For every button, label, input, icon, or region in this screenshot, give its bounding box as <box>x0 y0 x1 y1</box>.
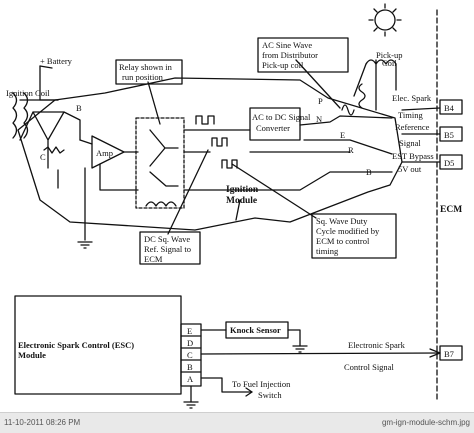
ignition-module-outline <box>17 77 403 231</box>
ac-sine-line2: from Distributor <box>262 50 318 60</box>
signal-wire-3 <box>183 171 393 191</box>
sq-duty-line4: timing <box>316 246 339 256</box>
esc-pin-b: B <box>187 362 193 372</box>
relay-label-line1: Relay shown in <box>119 62 173 72</box>
knock-sensor-label: Knock Sensor <box>230 325 281 335</box>
pickup-coil-symbol <box>365 59 397 65</box>
relay-callout <box>147 81 161 125</box>
ground-2 <box>292 345 308 353</box>
est-bypass-line2: 5V out <box>398 164 422 174</box>
ecm-label: ECM <box>440 205 462 215</box>
relay-coil <box>145 201 177 207</box>
coil-pin-b: B <box>76 103 82 113</box>
battery-wire-lead <box>39 65 53 69</box>
terminal-b7: B7 <box>444 349 454 359</box>
relay-label-box <box>115 59 183 85</box>
signal-wire-4 <box>299 115 393 126</box>
converter-line2: Converter <box>256 123 290 133</box>
esc-signal-line1: Electronic Spark <box>348 340 406 350</box>
esc-label-line2: Module <box>18 350 46 360</box>
elec-spark-line1: Elec. Spark <box>392 93 432 103</box>
sq-duty-line1: Sq. Wave Duty <box>316 216 368 226</box>
image-timestamp: 11-10-2011 08:26 PM <box>4 418 81 427</box>
sq-duty-callout <box>231 163 317 219</box>
coil-pin-c: C <box>40 152 46 162</box>
distributor-rays <box>368 3 402 37</box>
terminal-b4: B4 <box>444 103 455 113</box>
ground-3 <box>183 401 199 409</box>
terminal-b4-box <box>439 99 463 115</box>
pin-p: P <box>318 96 323 106</box>
coil-resistor <box>43 146 65 154</box>
ac-sine-wave-symbol <box>341 104 355 116</box>
dc-sq-label-box <box>139 231 201 265</box>
ac-dc-converter-box <box>249 107 301 141</box>
ac-sine-line3: Pick-up coil <box>262 60 304 70</box>
pin-n: N <box>316 114 322 124</box>
elec-spark-line2: Timing <box>398 110 423 120</box>
pin-r: R <box>348 145 354 155</box>
battery-label: + Battery <box>40 56 73 66</box>
fuel-injection-line1: To Fuel Injection <box>232 379 291 389</box>
fuel-injection-arrow <box>245 387 253 397</box>
ignition-module-schematic: + Battery Ignition Coil B C Amp Relay sh… <box>6 3 463 409</box>
ignition-module-line1: Ignition <box>226 185 259 195</box>
reference-line2: Signal <box>399 138 421 148</box>
ac-sine-callout <box>295 59 341 109</box>
esc-pin-a: A <box>187 374 194 384</box>
terminal-b5-box <box>439 126 463 142</box>
terminal-d5-box <box>439 154 463 170</box>
est-bypass-line1: EST Bypass <box>392 151 434 161</box>
dc-sq-line2: Ref. Signal to <box>144 244 191 254</box>
relay-contacts <box>149 129 179 187</box>
esc-pin-d: D <box>187 338 193 348</box>
square-wave-2 <box>211 137 228 147</box>
pin-e: E <box>340 130 345 140</box>
esc-pin-dividers <box>180 335 202 373</box>
distributor-rotor <box>374 9 396 31</box>
sq-duty-line2: Cycle modified by <box>316 226 380 236</box>
esc-signal-line2: Control Signal <box>344 362 394 372</box>
amp-label: Amp <box>96 148 113 158</box>
dc-sq-line3: ECM <box>144 254 163 264</box>
square-wave-1 <box>195 115 215 125</box>
signal-wire-5 <box>303 139 393 155</box>
amplifier-symbol <box>91 135 125 169</box>
pickup-coil-leads <box>353 63 397 97</box>
wire-to-b4 <box>401 107 441 111</box>
image-caption-bar: 11-10-2011 08:26 PM gm-ign-module-schm.j… <box>0 412 474 433</box>
esc-pin-c: C <box>187 350 193 360</box>
ignition-module-callout <box>235 199 241 221</box>
ac-sine-label-box <box>257 37 349 73</box>
pickup-coil-line1: Pick-up <box>376 50 402 60</box>
pin-b-bus: B <box>366 167 372 177</box>
relay-label-line2: run position <box>122 72 164 82</box>
esc-label-line1: Electronic Spark Control (ESC) <box>18 340 134 350</box>
relay-box <box>135 117 185 209</box>
dc-sq-callout <box>167 149 209 235</box>
fuel-injection-line2: Switch <box>258 390 282 400</box>
fuel-injection-wire <box>200 377 253 393</box>
sq-duty-label-box <box>311 213 397 259</box>
terminal-d5: D5 <box>444 158 454 168</box>
esc-pin-e: E <box>187 326 192 336</box>
square-wave-3 <box>221 159 238 169</box>
ground-1 <box>77 241 93 249</box>
terminal-b5: B5 <box>444 130 454 140</box>
ignition-module-line2: Module <box>226 196 257 206</box>
image-filename: gm-ign-module-schm.jpg <box>381 418 470 427</box>
sq-duty-line3: ECM to control <box>316 236 370 246</box>
dc-sq-line1: DC Sq. Wave <box>144 234 190 244</box>
reference-line1: Reference <box>395 122 430 132</box>
knock-sensor-ground <box>287 329 301 347</box>
ac-sine-line1: AC Sine Wave <box>262 40 312 50</box>
pickup-coil-winding <box>358 59 377 111</box>
pickup-coil-line2: Coil <box>382 58 397 68</box>
converter-line1: AC to DC Signal <box>252 112 311 122</box>
esc-signal-wire <box>200 352 441 355</box>
coil-output-triangle <box>19 111 81 169</box>
ignition-coil-label: Ignition Coil <box>6 88 50 98</box>
esc-signal-arrow <box>429 348 441 358</box>
